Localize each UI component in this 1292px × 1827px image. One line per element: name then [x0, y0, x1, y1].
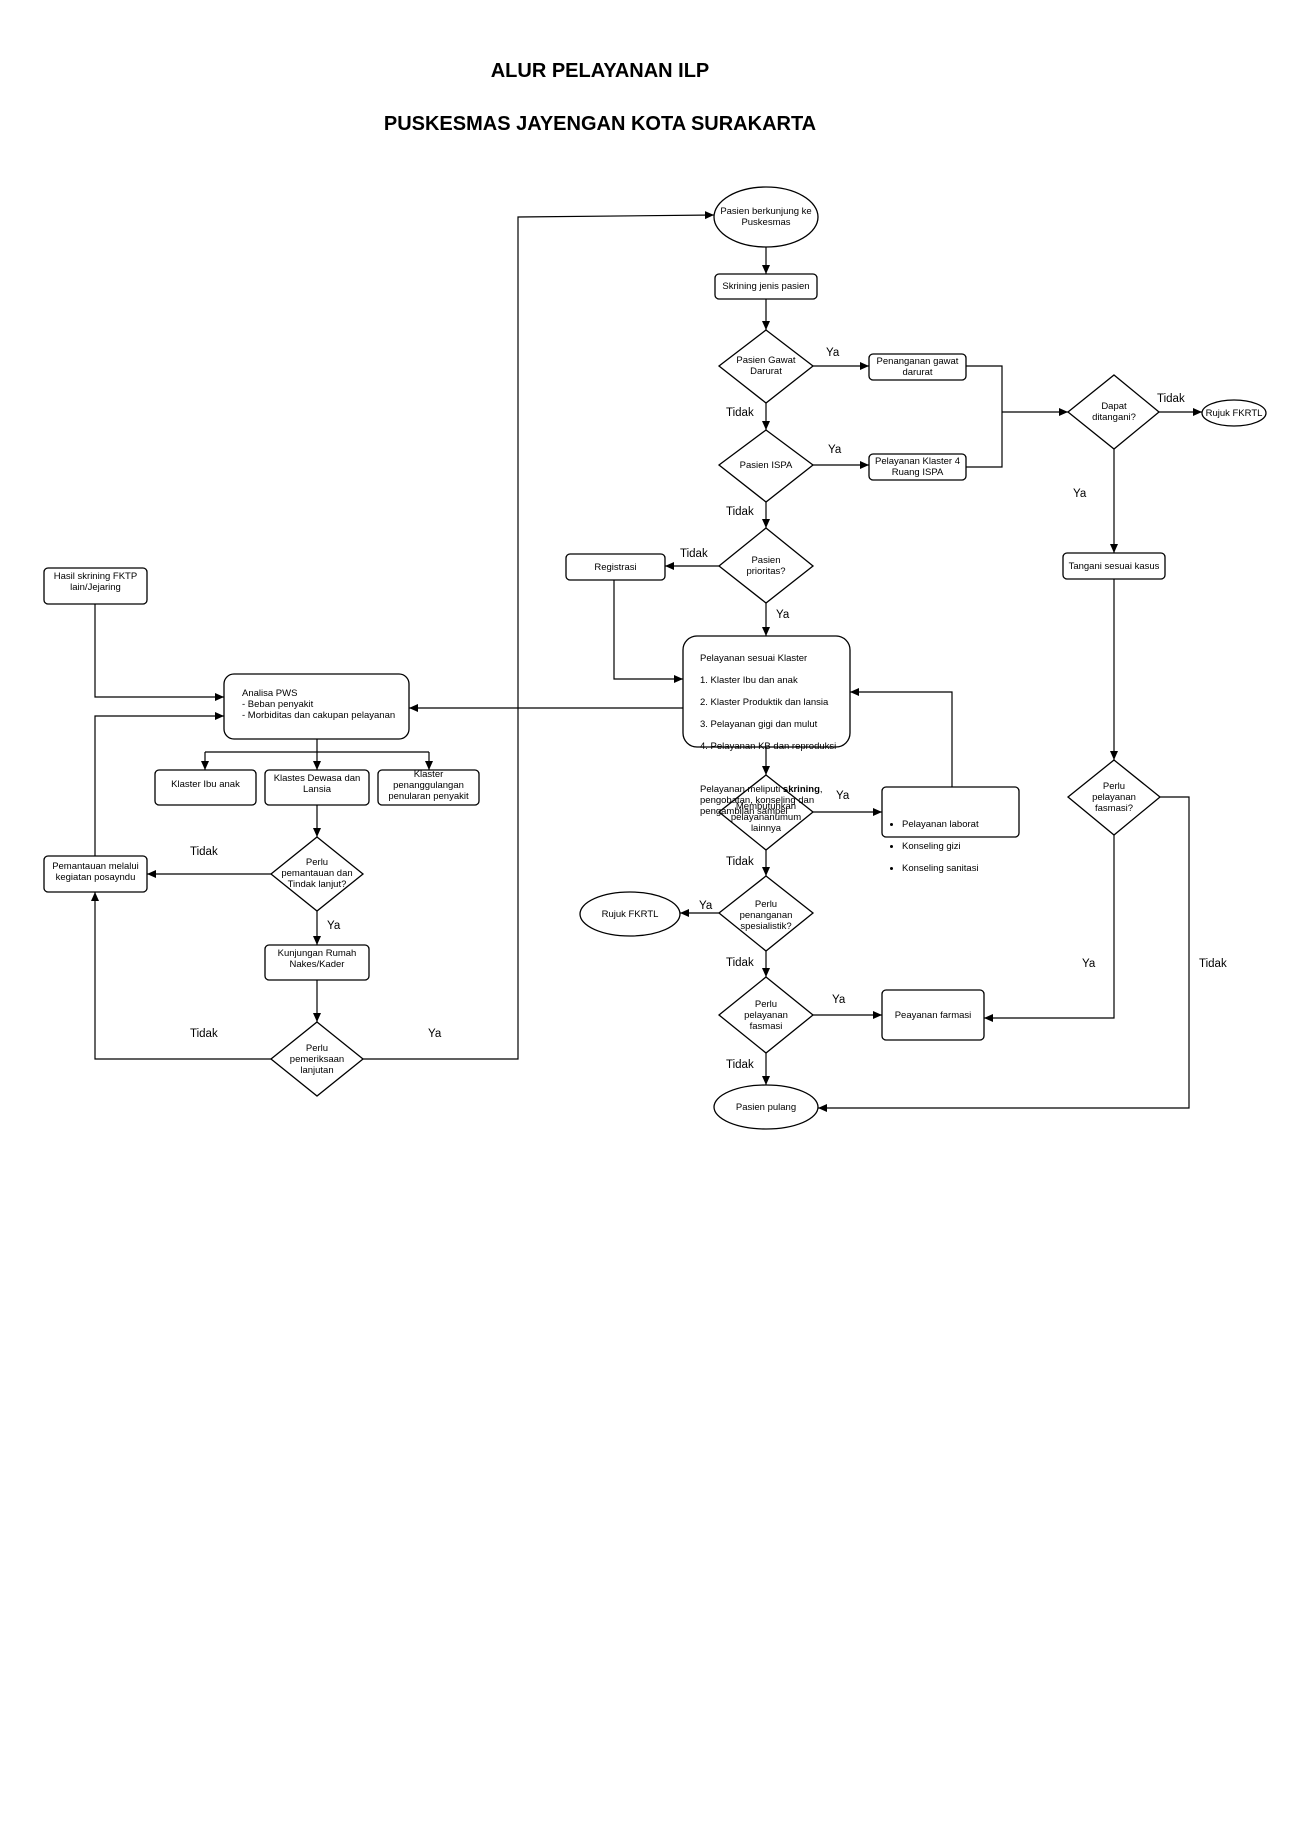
perlu-pemantauan-label: Perlu pemantauan dan Tindak lanjut?: [281, 856, 353, 890]
label-pemeriksaan-ya: Ya: [428, 1028, 442, 1040]
perlu-pemeriksaan-label: Perlu pemeriksaan lanjutan: [289, 1042, 345, 1076]
label-ispa-tidak: Tidak: [726, 506, 754, 518]
edge-gawat-to-dapat: [966, 365, 1003, 412]
label-pemantauan-ya: Ya: [327, 920, 341, 932]
klaster-item-1: 1. Klaster Ibu dan anak: [700, 675, 798, 686]
label-gawat-ya: Ya: [826, 347, 840, 359]
label-spesialistik-tidak: Tidak: [726, 957, 754, 969]
edge-hasil-analisa: [94, 604, 224, 701]
tangani-kasus-label: Tangani sesuai kasus: [1068, 560, 1160, 572]
label-farmasi-left-tidak: Tidak: [726, 1059, 754, 1071]
ispa-label: Pasien ISPA: [739, 459, 793, 471]
label-pemantauan-tidak: Tidak: [190, 846, 218, 858]
perlu-spesialistik-label: Perlu penanganan spesialistik?: [739, 898, 793, 932]
kunjungan-label: Kunjungan Rumah Nakes/Kader: [277, 948, 357, 970]
penanganan-gawat-label: Penanganan gawat darurat: [876, 356, 959, 378]
registrasi-label: Registrasi: [594, 561, 637, 573]
edge-posyandu-analisa: [94, 712, 224, 856]
perlu-pemeriksaan-decision: [269, 1021, 365, 1097]
start-terminal-label: Pasien berkunjung ke Puskesmas: [720, 206, 812, 228]
klaster-note: Pelayanan meliputi skrining, pengobatan,…: [700, 784, 823, 817]
edge-pemeriksaan-tidak: [91, 892, 271, 1060]
pemantauan-label: Pemantauan melalui kegiatan posayndu: [52, 861, 139, 883]
end-terminal-label: Pasien pulang: [735, 1101, 797, 1113]
klaster-penanggulangan-label: Klaster penanggulangan penularan penyaki…: [388, 768, 469, 802]
klaster-dewasa-label: Klastes Dewasa dan Lansia: [273, 773, 361, 795]
lab-item-1: Pelayanan laborat: [902, 819, 1015, 830]
dapat-ditangani-label: Dapat ditangani?: [1092, 401, 1136, 423]
klaster-heading: Pelayanan sesuai Klaster: [700, 653, 808, 664]
klaster-ibu-label: Klaster Ibu anak: [171, 778, 240, 790]
perlu-farmasi-right-label: Perlu pelayanan fasmasi?: [1092, 780, 1136, 814]
analisa-pws-label: Analisa PWS - Beban penyakit - Morbidita…: [242, 688, 396, 721]
rujuk-fkrtl-right-label: Rujuk FKRTL: [1205, 407, 1263, 419]
edge-pemeriksaan-ya: [363, 211, 715, 1060]
hasil-skrining-label: Hasil skrining FKTP lain/Jejaring: [53, 571, 138, 593]
label-ispa-ya: Ya: [828, 444, 842, 456]
klaster-item-2: 2. Klaster Produktik dan lansia: [700, 697, 829, 708]
lab-item-3: Konseling sanitasi: [902, 863, 1015, 874]
edge-farmasi-right-tidak: [818, 796, 1190, 1112]
label-membutuhkan-tidak: Tidak: [726, 856, 754, 868]
label-gawat-tidak: Tidak: [726, 407, 754, 419]
klaster-box-content: Pelayanan sesuai Klaster 1. Klaster Ibu …: [700, 642, 845, 828]
lab-item-2: Konseling gizi: [902, 841, 1015, 852]
skrining-label: Skrining jenis pasien: [722, 281, 810, 292]
label-prioritas-ya: Ya: [776, 609, 790, 621]
penanganan-gawat-box: [868, 353, 967, 381]
label-farmasi-right-tidak: Tidak: [1199, 958, 1227, 970]
label-prioritas-tidak: Tidak: [680, 548, 708, 560]
label-pemeriksaan-tidak: Tidak: [190, 1028, 218, 1040]
diagram-subtitle: PUSKESMAS JAYENGAN KOTA SURAKARTA: [383, 113, 817, 135]
edge-farmasi-right-ya: [984, 835, 1115, 1022]
farmasi-label: Peayanan farmasi: [894, 1009, 972, 1021]
klaster-item-4: 4. Pelayanan KB dan reproduksi: [700, 741, 837, 752]
label-spesialistik-ya: Ya: [699, 900, 713, 912]
edge-registrasi-klaster: [613, 580, 683, 683]
klaster4-label: Pelayanan Klaster 4 Ruang ISPA: [874, 456, 961, 478]
pelayanan-lab-list: Pelayanan laborat Konseling gizi Konseli…: [890, 797, 1015, 896]
label-membutuhkan-ya: Ya: [836, 790, 850, 802]
label-dapat-tidak: Tidak: [1157, 393, 1185, 405]
edge-ispa4-to-dapat: [966, 412, 1003, 468]
label-dapat-ya: Ya: [1073, 488, 1087, 500]
label-farmasi-right-ya: Ya: [1082, 958, 1096, 970]
prioritas-label: Pasien prioritas?: [746, 555, 786, 577]
gawat-darurat-label: Pasien Gawat Darurat: [736, 355, 796, 377]
membutuhkan-label: Membutuhkan pelayananumum lainnya: [730, 800, 802, 834]
diagram-title: ALUR PELAYANAN ILP: [490, 60, 710, 82]
klaster-item-3: 3. Pelayanan gigi dan mulut: [700, 719, 818, 730]
perlu-farmasi-left-label: Perlu pelayanan fasmasi: [744, 998, 788, 1032]
rujuk-fkrtl-left-label: Rujuk FKRTL: [601, 908, 659, 920]
rujuk-fkrtl-right-terminal: [1201, 399, 1267, 427]
label-farmasi-left-ya: Ya: [832, 994, 846, 1006]
edge-lab-back-klaster: [850, 688, 953, 787]
